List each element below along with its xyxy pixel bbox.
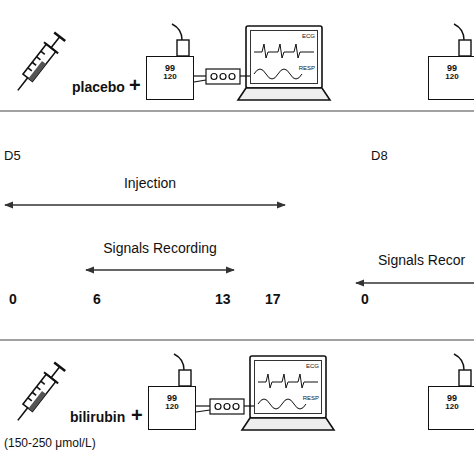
separator-line bbox=[0, 339, 474, 340]
time-tick: 13 bbox=[215, 292, 231, 307]
monitor-device: 99120 bbox=[146, 56, 194, 100]
monitor-reading: 99 bbox=[149, 394, 195, 403]
time-tick: 6 bbox=[93, 292, 101, 307]
phase-label: Signals Recording bbox=[103, 241, 217, 256]
waveform bbox=[254, 44, 318, 409]
laptop-body bbox=[238, 26, 334, 430]
separator-line bbox=[0, 110, 474, 111]
treatment-name: bilirubin bbox=[70, 410, 125, 425]
phase-label: Signals Recor bbox=[378, 253, 465, 268]
laptop-screen: ECG RESP bbox=[254, 360, 322, 414]
timeline-arrow bbox=[5, 205, 474, 283]
time-tick: 0 bbox=[9, 292, 17, 307]
monitor-reading: 99 bbox=[429, 394, 474, 403]
day-label: D5 bbox=[4, 149, 21, 163]
dose-range: (150-250 μmol/L) bbox=[4, 437, 96, 450]
plus-sign: + bbox=[131, 404, 143, 426]
electrode-box bbox=[194, 69, 474, 414]
monitor-device: 99120 bbox=[428, 56, 474, 100]
syringe-icon bbox=[11, 31, 67, 96]
signal-name: RESP bbox=[299, 65, 315, 71]
monitor-reading: 120 bbox=[429, 403, 474, 411]
monitor-reading: 99 bbox=[429, 64, 474, 73]
time-tick: 0 bbox=[361, 292, 369, 307]
monitor-reading: 120 bbox=[429, 73, 474, 81]
monitor-reading: 120 bbox=[147, 73, 193, 81]
laptop-screen: ECG RESP bbox=[250, 30, 318, 84]
time-tick: 17 bbox=[265, 292, 281, 307]
treatment-name: placebo bbox=[72, 80, 125, 95]
monitor-device: 99120 bbox=[148, 386, 196, 430]
signal-name: ECG bbox=[302, 33, 315, 39]
phase-label: Injection bbox=[124, 176, 176, 191]
monitor-reading: 120 bbox=[149, 403, 195, 411]
signal-name: ECG bbox=[306, 363, 319, 369]
syringe-icon bbox=[11, 361, 67, 426]
device-stripes bbox=[150, 92, 472, 425]
signal-name: RESP bbox=[303, 395, 319, 401]
monitor-device: 99120 bbox=[428, 386, 474, 430]
day-label: D8 bbox=[371, 149, 388, 163]
plus-sign: + bbox=[129, 74, 141, 96]
monitor-reading: 99 bbox=[147, 64, 193, 73]
